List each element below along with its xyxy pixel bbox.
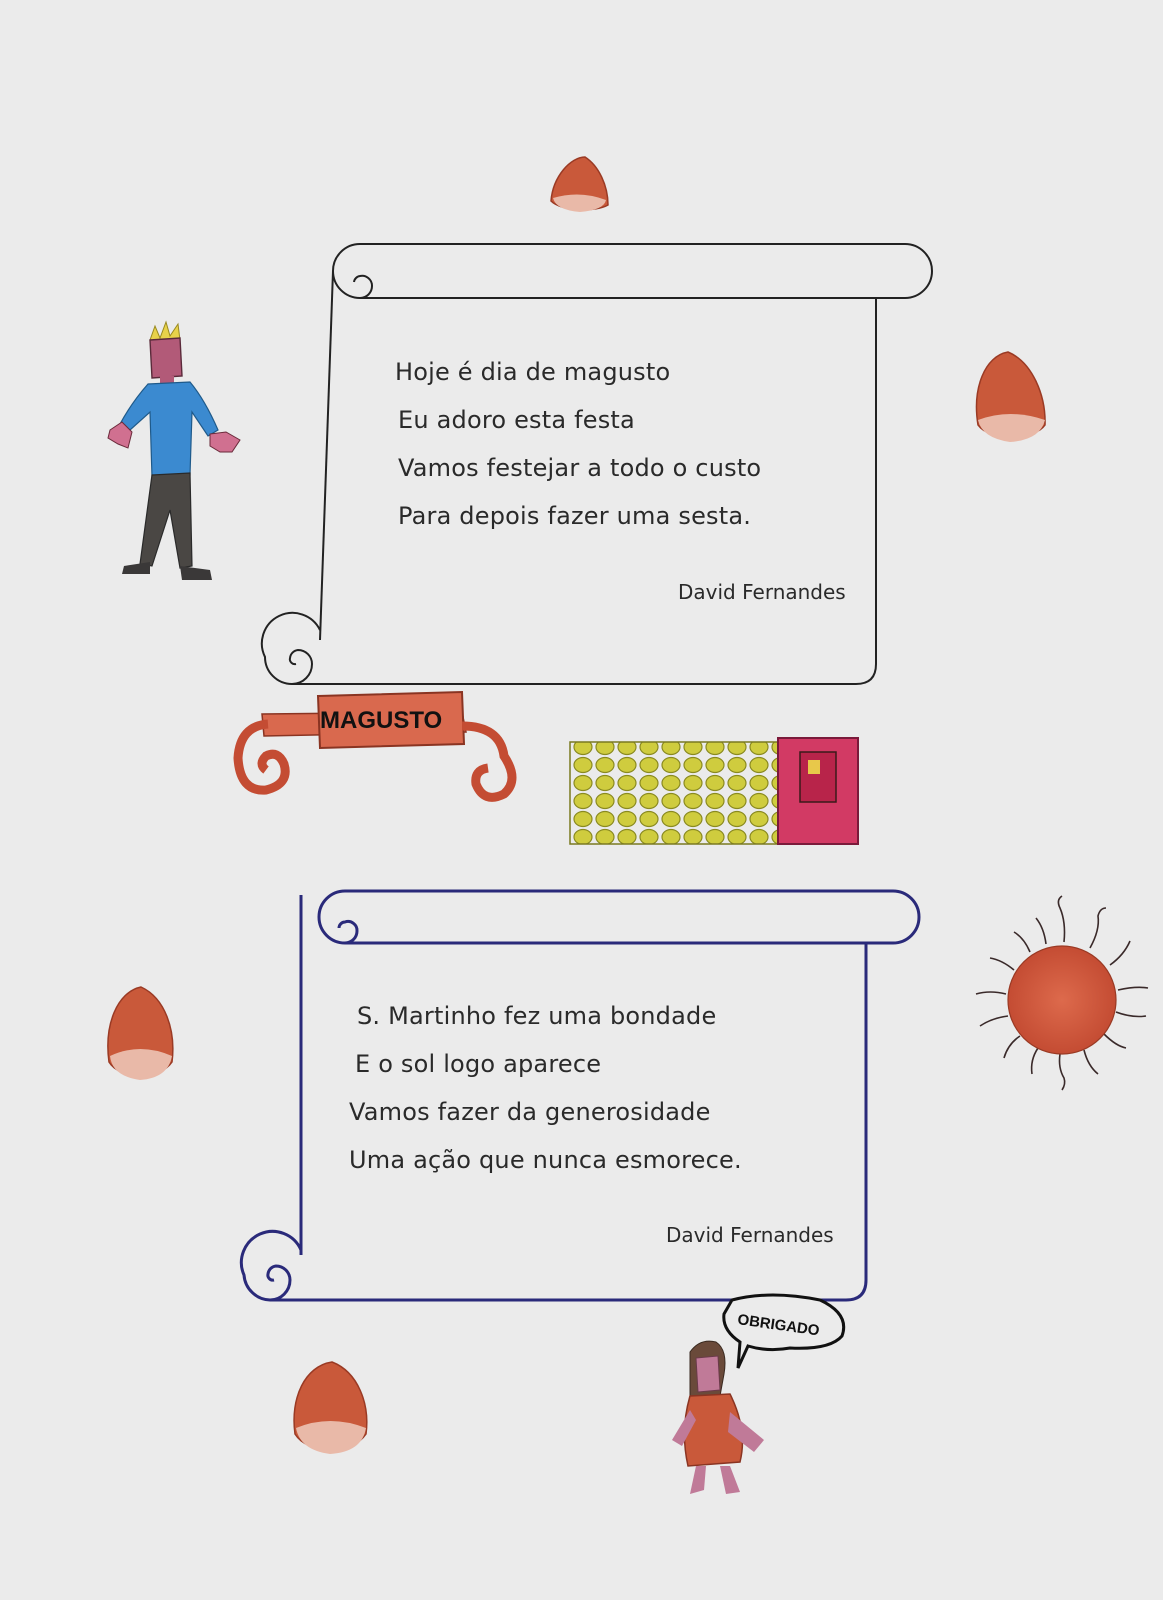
- boy-figure: [107, 320, 241, 580]
- poem-1-author: David Fernandes: [678, 580, 846, 604]
- poem-1-line: Eu adoro esta festa: [398, 406, 635, 434]
- top-scroll: [260, 243, 933, 685]
- fire-pit: [569, 737, 859, 845]
- poem-2-line: E o sol logo aparece: [355, 1050, 602, 1078]
- chestnut-icon: [550, 156, 609, 212]
- chestnut-icon: [293, 1361, 368, 1454]
- poem-2-line: Uma ação que nunca esmorece.: [349, 1146, 742, 1174]
- poem-1-line: Hoje é dia de magusto: [395, 358, 671, 386]
- poem-1-line: Para depois fazer uma sesta.: [398, 502, 752, 530]
- bottom-scroll: [239, 889, 921, 1302]
- girl-figure: OBRIGADO: [672, 1293, 846, 1494]
- magusto-banner: MAGUSTO: [233, 690, 517, 802]
- poem-1-line: Vamos festejar a todo o custo: [398, 454, 762, 482]
- poem-2-line: Vamos fazer da generosidade: [349, 1098, 711, 1126]
- chestnut-icon: [107, 986, 174, 1080]
- poem-2-line: S. Martinho fez uma bondade: [357, 1002, 717, 1030]
- chestnut-icon: [975, 351, 1046, 442]
- poem-2-author: David Fernandes: [666, 1223, 834, 1247]
- banner-text: MAGUSTO: [320, 707, 442, 734]
- sun-icon: [975, 895, 1149, 1091]
